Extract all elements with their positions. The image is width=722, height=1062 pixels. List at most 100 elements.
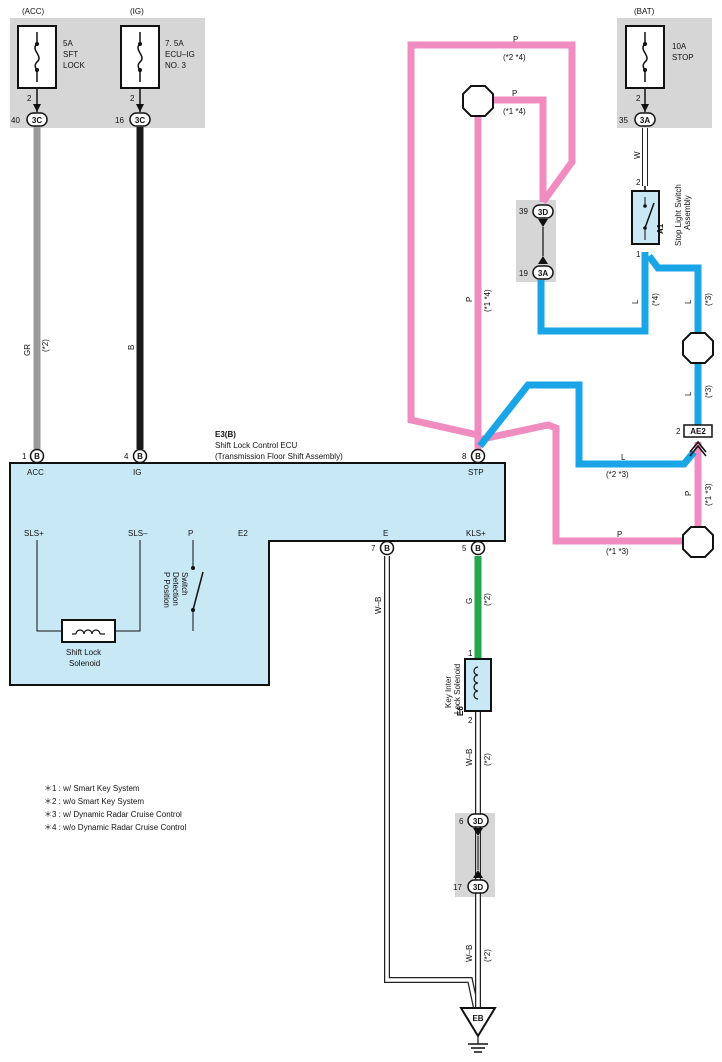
wire-l-stop-switch bbox=[537, 252, 649, 335]
p-switch-label1: P Position bbox=[162, 572, 171, 608]
splice-octagon-right-lower bbox=[682, 526, 714, 558]
svg-text:3D: 3D bbox=[538, 208, 548, 217]
connector-19-no: 19 bbox=[519, 269, 528, 278]
svg-text:AE2: AE2 bbox=[690, 427, 706, 436]
p-switch-label2: Detection bbox=[171, 572, 180, 606]
label-l-mid-cond: (*3) bbox=[704, 385, 713, 398]
fuse-acc bbox=[17, 25, 57, 112]
wire-p-upper-loop bbox=[407, 41, 576, 439]
ecu-pin-stp-no: 8 bbox=[462, 452, 467, 461]
ecu-solenoid-circuit bbox=[36, 540, 62, 632]
key-solenoid-pin-top: 1 bbox=[468, 649, 473, 658]
ecu-body-upper bbox=[9, 462, 506, 542]
connector-bat-3a: 3A bbox=[634, 112, 656, 127]
ecu-pin-ig-no: 4 bbox=[124, 452, 129, 461]
fuse-acc-rating: 5A bbox=[63, 39, 73, 48]
ecu-pin-kls-no: 5 bbox=[462, 544, 467, 553]
ecu-sub: (Transmission Floor Shift Assembly) bbox=[215, 452, 343, 461]
label-l-bottom-cond: (*2 *3) bbox=[606, 470, 629, 479]
ecu-pin-stp-label: STP bbox=[468, 468, 484, 477]
fuse-ig-pin: 2 bbox=[130, 94, 135, 103]
splice-octagon-top bbox=[462, 85, 494, 117]
fuse-ig-name1: ECU–IG bbox=[165, 50, 195, 59]
fuse-acc-name1: SFT bbox=[63, 50, 78, 59]
svg-text:B: B bbox=[475, 544, 481, 553]
ecu-pin-acc-no: 1 bbox=[22, 452, 27, 461]
label-p-top: P bbox=[513, 35, 518, 44]
legend: ＊1 : w/ Smart Key System ＊2 : w/o Smart … bbox=[44, 784, 186, 832]
svg-text:B: B bbox=[137, 452, 143, 461]
label-p-lower-cond: (*1 *3) bbox=[606, 547, 629, 556]
ecu-pin-acc-label: ACC bbox=[27, 468, 44, 477]
label-wb-e: W–B bbox=[374, 597, 383, 614]
fuse-bat-name1: STOP bbox=[672, 53, 694, 62]
label-p-inner-cond: (*1 *4) bbox=[503, 107, 526, 116]
legend-item-2: ＊2 : w/o Smart Key System bbox=[44, 797, 144, 806]
key-solenoid-pin-bottom: 2 bbox=[468, 716, 473, 725]
shift-lock-solenoid-coil-icon bbox=[61, 619, 116, 643]
label-p-lower: P bbox=[617, 530, 622, 539]
key-solenoid-code: E6 bbox=[456, 706, 465, 716]
label-wb-upper: W–B bbox=[465, 749, 474, 766]
connector-acc-no: 40 bbox=[11, 116, 20, 125]
connector-acc-3c: 3C bbox=[26, 112, 48, 127]
svg-text:B: B bbox=[34, 452, 40, 461]
fuse-bat-rating: 10A bbox=[672, 42, 687, 51]
fuse-bat-pin: 2 bbox=[636, 94, 641, 103]
ecu-sls-minus: SLS– bbox=[128, 529, 148, 538]
ecu-pin-stp: B bbox=[470, 448, 486, 464]
label-p-vertical: P bbox=[465, 297, 474, 302]
svg-text:3D: 3D bbox=[473, 817, 483, 826]
p-position-switch-icon bbox=[191, 566, 204, 612]
wire-l-stp bbox=[477, 381, 697, 468]
connector-ig-3c: 3C bbox=[129, 112, 151, 127]
label-p-inner: P bbox=[512, 89, 517, 98]
fuse-ig-source: (IG) bbox=[130, 7, 144, 16]
label-wb-lower: W–B bbox=[465, 945, 474, 962]
ecu-pin-e-label: E bbox=[383, 529, 388, 538]
label-b: B bbox=[127, 345, 136, 350]
svg-text:3D: 3D bbox=[473, 883, 483, 892]
fuse-bat-source: (BAT) bbox=[634, 7, 655, 16]
wire-p-inner bbox=[478, 96, 547, 202]
ecu-pin-e: B bbox=[379, 540, 395, 556]
connector-17-no: 17 bbox=[453, 883, 462, 892]
shift-lock-solenoid-label1: Shift Lock bbox=[66, 648, 102, 657]
stop-switch-name2: Assembly bbox=[683, 195, 692, 230]
fuse-ig-rating: 7. 5A bbox=[165, 39, 184, 48]
label-wb-upper-cond: (*2) bbox=[483, 753, 492, 766]
label-l-left-cond: (*4) bbox=[651, 293, 660, 306]
connector-6-no: 6 bbox=[459, 817, 464, 826]
wire-l-to-ae2 bbox=[646, 253, 702, 334]
stop-switch-pin-top: 2 bbox=[636, 178, 641, 187]
svg-text:3C: 3C bbox=[32, 116, 42, 125]
wire-p-lower bbox=[477, 421, 683, 545]
svg-text:3A: 3A bbox=[538, 269, 548, 278]
svg-text:3A: 3A bbox=[640, 116, 650, 125]
label-p-vertical-cond: (*1 *4) bbox=[483, 289, 492, 312]
connector-39-3d: 3D bbox=[532, 204, 554, 264]
legend-item-4: ＊4 : w/o Dynamic Radar Cruise Control bbox=[44, 823, 186, 832]
fuse-acc-name2: LOCK bbox=[63, 61, 85, 70]
ecu-pin-kls: B bbox=[470, 540, 486, 556]
ecu-pin-e-no: 7 bbox=[371, 544, 376, 553]
svg-text:3C: 3C bbox=[135, 116, 145, 125]
label-l-right-cond: (*3) bbox=[704, 293, 713, 306]
legend-item-1: ＊1 : w/ Smart Key System bbox=[44, 784, 140, 793]
svg-text:EB: EB bbox=[472, 1014, 483, 1023]
stop-switch-name1: Stop Light Switch bbox=[674, 184, 683, 246]
ecu-pin-ig: B bbox=[132, 448, 148, 464]
connector-ae2-no: 2 bbox=[676, 427, 681, 436]
label-g: G bbox=[465, 598, 474, 604]
shift-lock-solenoid-label2: Solenoid bbox=[69, 659, 100, 668]
label-p-ae2: P bbox=[684, 491, 693, 496]
label-l-bottom: L bbox=[621, 453, 626, 462]
label-gr-cond: (*2) bbox=[41, 339, 50, 352]
label-p-top-cond: (*2 *4) bbox=[503, 53, 526, 62]
fuse-ig-name2: NO. 3 bbox=[165, 61, 186, 70]
wire-wb-e-inner bbox=[385, 556, 478, 1009]
wire-wb-e bbox=[384, 556, 479, 1009]
p-switch-label3: Switch bbox=[180, 572, 189, 596]
connector-19-3a: 3A bbox=[532, 265, 554, 280]
